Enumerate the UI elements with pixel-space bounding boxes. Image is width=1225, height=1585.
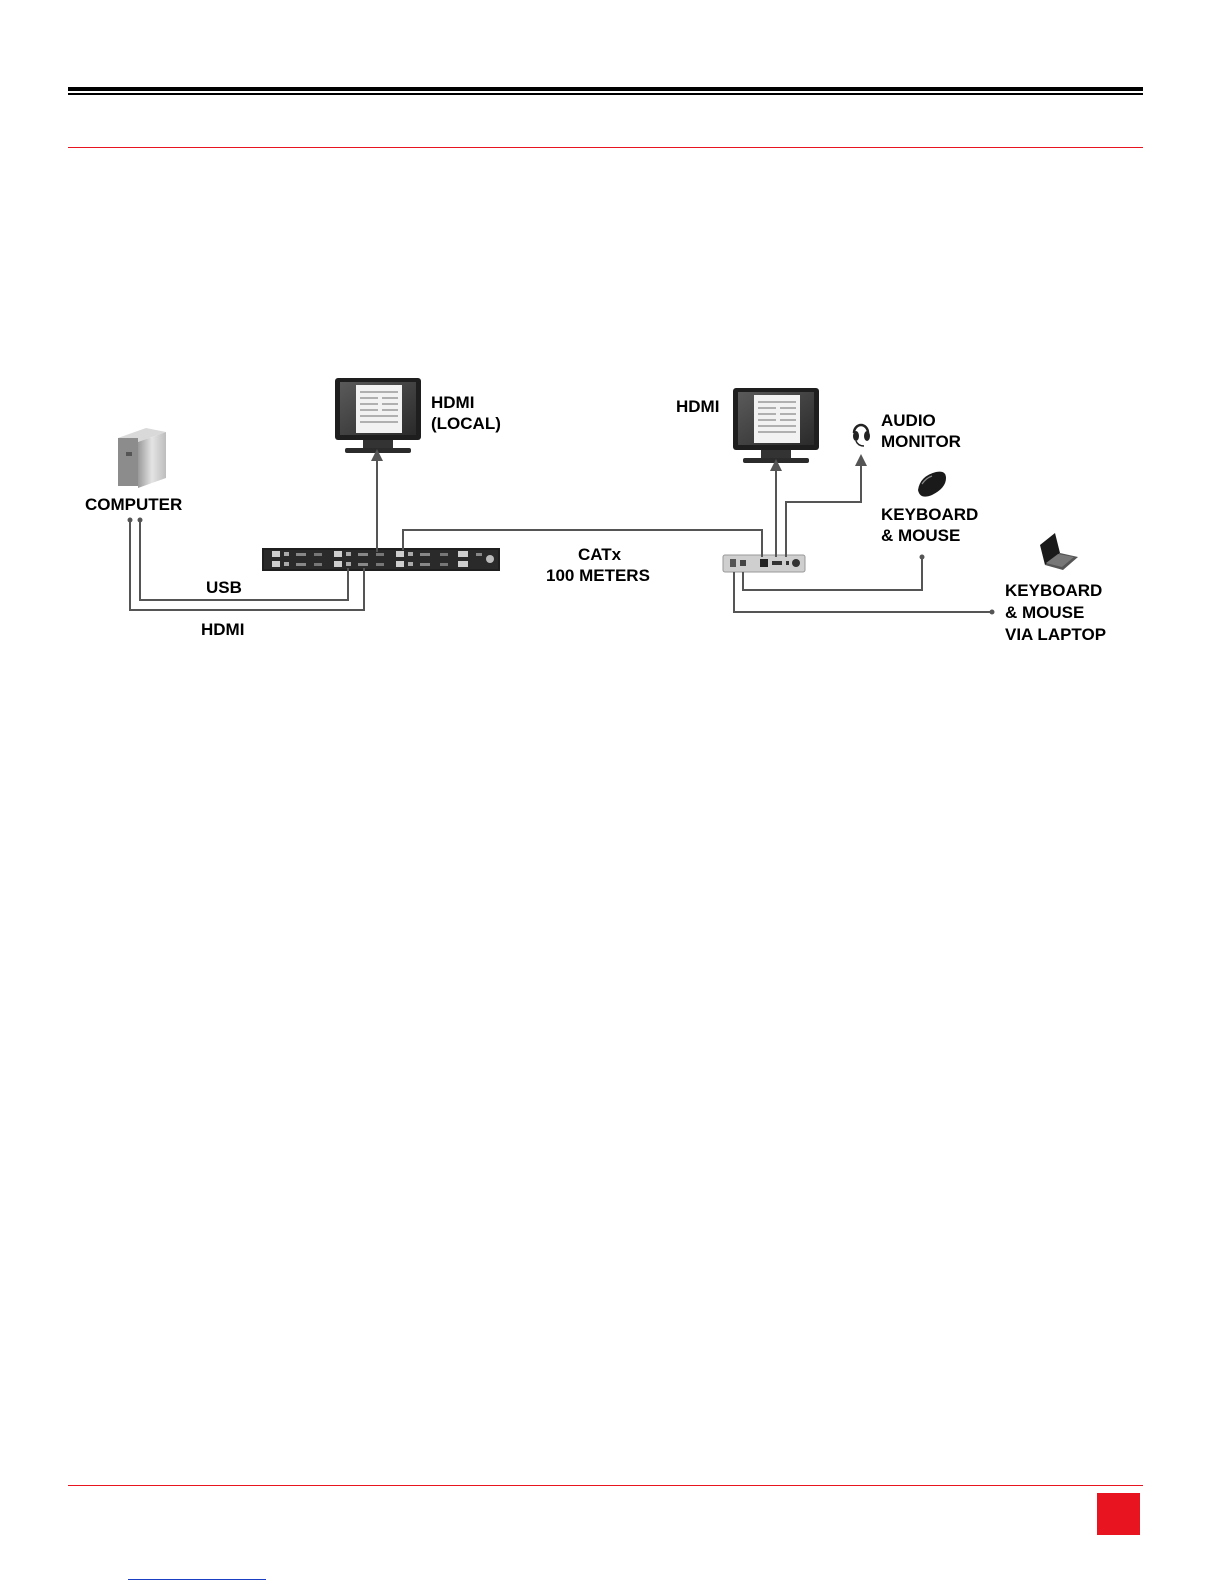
label-kbm-1: KEYBOARD <box>881 505 978 524</box>
monitor-icon <box>733 388 819 463</box>
label-laptop-1: KEYBOARD <box>1005 581 1102 600</box>
label-laptop-2: & MOUSE <box>1005 603 1084 622</box>
label-audio-2: MONITOR <box>881 432 961 451</box>
laptop-icon <box>1040 533 1078 570</box>
footer-link-underline[interactable] <box>128 1579 266 1580</box>
label-computer: COMPUTER <box>85 495 182 514</box>
label-hdmi-remote: HDMI <box>676 397 719 416</box>
monitor-icon <box>335 378 421 453</box>
transmitter-unit <box>262 548 500 571</box>
audio-cable <box>786 460 861 557</box>
receiver-unit <box>723 555 805 572</box>
label-catx-1: CATx <box>578 545 622 564</box>
label-hdmi-bottom: HDMI <box>201 620 244 639</box>
label-laptop-3: VIA LAPTOP <box>1005 625 1106 644</box>
mouse-icon <box>918 472 946 497</box>
label-hdmi-local-1: HDMI <box>431 393 474 412</box>
headset-icon <box>853 425 870 446</box>
label-usb: USB <box>206 578 242 597</box>
label-audio-1: AUDIO <box>881 411 936 430</box>
label-hdmi-local-2: (LOCAL) <box>431 414 501 433</box>
label-catx-2: 100 METERS <box>546 566 650 585</box>
label-kbm-2: & MOUSE <box>881 526 960 545</box>
page-number-box <box>1097 1493 1140 1535</box>
laptop-cable <box>734 572 992 612</box>
computer-tower-icon <box>118 428 166 488</box>
footer-rule-red <box>68 1485 1143 1486</box>
